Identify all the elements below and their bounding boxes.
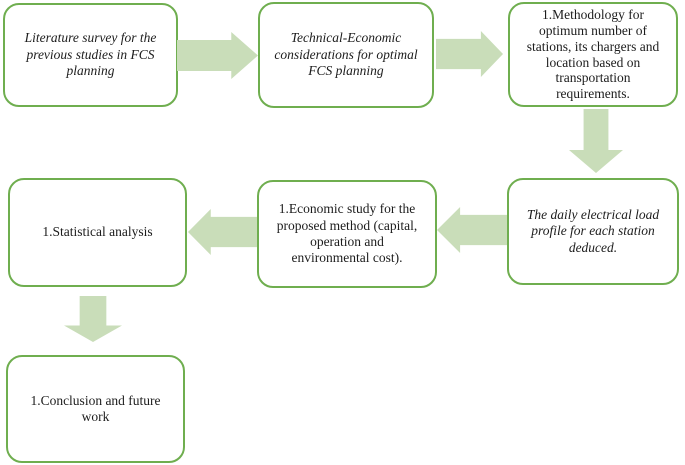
flow-box-label: Technical-Economic considerations for op…: [274, 30, 418, 79]
arrow-right-icon: [177, 32, 258, 79]
flow-box-label: Literature survey for the previous studi…: [24, 30, 157, 79]
arrow-left-icon: [437, 207, 507, 253]
flow-box-literature-survey: Literature survey for the previous studi…: [3, 3, 178, 107]
flow-box-label: 1.Methodology for optimum number of stat…: [526, 6, 660, 102]
arrow-down-icon: [569, 109, 623, 173]
flow-box-label: 1.Statistical analysis: [42, 224, 153, 240]
arrow-down-icon: [64, 296, 122, 342]
flow-box-conclusion: 1.Conclusion and future work: [6, 355, 185, 463]
arrow-right-icon: [436, 31, 503, 77]
flow-box-label: 1.Conclusion and future work: [30, 392, 161, 424]
flow-box-label: The daily electrical load profile for ea…: [526, 206, 660, 255]
arrow-left-icon: [188, 209, 257, 255]
flow-box-label: 1.Economic study for the proposed method…: [276, 201, 418, 266]
flow-box-technical-economic: Technical-Economic considerations for op…: [258, 2, 434, 108]
flow-box-economic-study: 1.Economic study for the proposed method…: [257, 180, 437, 288]
flow-box-load-profile: The daily electrical load profile for ea…: [507, 178, 679, 285]
flow-box-statistical-analysis: 1.Statistical analysis: [8, 178, 187, 287]
flow-box-methodology: 1.Methodology for optimum number of stat…: [508, 2, 678, 107]
